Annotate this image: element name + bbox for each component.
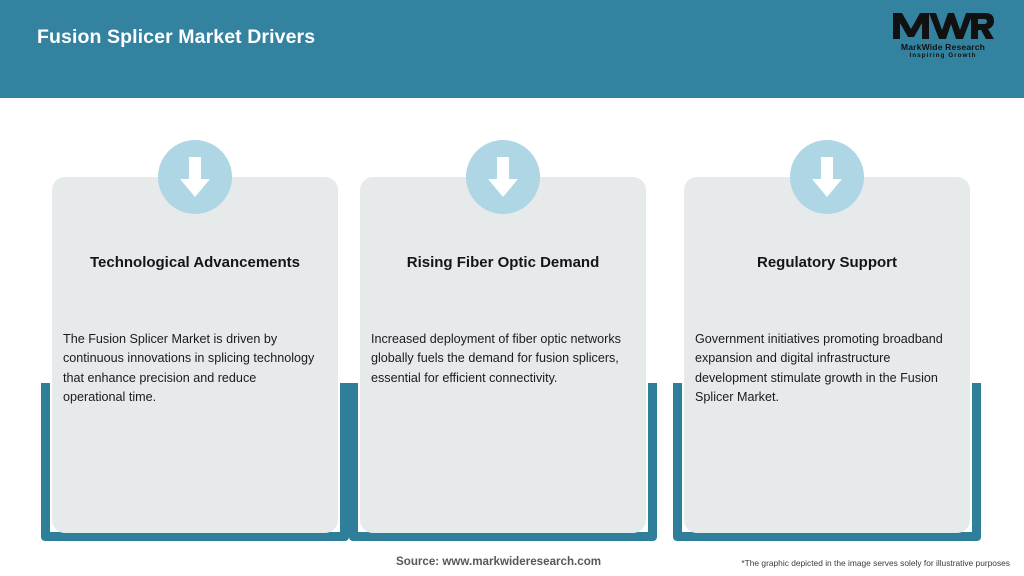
card-panel bbox=[52, 177, 338, 533]
bracket-right-arm bbox=[648, 383, 657, 533]
card-title: Regulatory Support bbox=[756, 254, 897, 271]
card-panel bbox=[360, 177, 646, 533]
down-arrow-icon bbox=[158, 140, 232, 214]
driver-card-3[interactable]: Regulatory Support Government initiative… bbox=[673, 140, 981, 542]
card-body-text: Government initiatives promoting broadba… bbox=[695, 332, 943, 405]
bracket-right-arm bbox=[340, 383, 349, 533]
logo-tagline: Inspiring Growth bbox=[909, 52, 977, 59]
card-body-text: The Fusion Splicer Market is driven by c… bbox=[63, 332, 315, 405]
disclaimer-note: *The graphic depicted in the image serve… bbox=[741, 558, 1010, 568]
driver-card-2[interactable]: Rising Fiber Optic Demand Increased depl… bbox=[349, 140, 657, 542]
down-arrow-icon bbox=[466, 140, 540, 214]
bracket-left-arm bbox=[41, 383, 50, 533]
page-title: Fusion Splicer Market Drivers bbox=[37, 26, 316, 48]
down-arrow-icon bbox=[790, 140, 864, 214]
header-band bbox=[0, 0, 1024, 98]
card-title: Rising Fiber Optic Demand bbox=[406, 254, 600, 271]
bracket-left-arm bbox=[673, 383, 682, 533]
bracket-base bbox=[673, 532, 981, 541]
source-note: Source: www.markwideresearch.com bbox=[396, 555, 602, 568]
driver-card-1[interactable]: Technological Advancements The Fusion Sp… bbox=[41, 140, 349, 542]
bracket-right-arm bbox=[972, 383, 981, 533]
card-bracket bbox=[673, 383, 981, 541]
bracket-left-arm bbox=[349, 383, 358, 533]
brand-logo: MarkWide Research Inspiring Growth bbox=[884, 10, 1002, 68]
card-bracket bbox=[349, 383, 657, 541]
bracket-base bbox=[41, 532, 349, 541]
bracket-base bbox=[349, 532, 657, 541]
card-panel bbox=[684, 177, 970, 533]
mwr-monogram-icon bbox=[893, 13, 994, 39]
card-body-text: Increased deployment of fiber optic netw… bbox=[371, 332, 621, 385]
logo-company-name: MarkWide Research bbox=[900, 42, 986, 52]
card-bracket bbox=[41, 383, 349, 541]
card-title: Technological Advancements bbox=[89, 254, 301, 271]
